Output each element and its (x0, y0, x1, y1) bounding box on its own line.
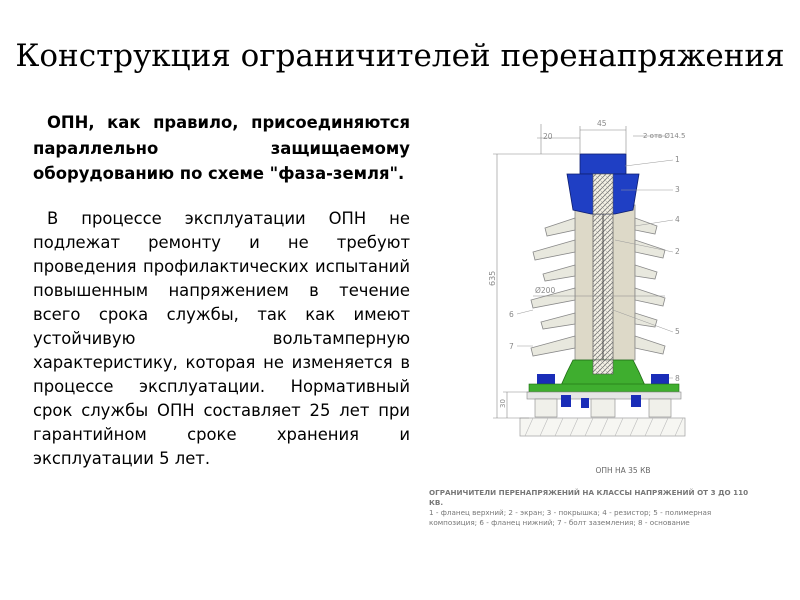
figure-title: ОПН НА 35 КВ (595, 466, 651, 475)
dimension-lines (493, 124, 665, 419)
arrester-drawing: 20 45 2 отв Ø14.5 635 Ø200 30 1 3 4 2 5 … (488, 119, 686, 437)
text-column: ОПН, как правило, присоединяются паралле… (33, 110, 410, 471)
figure-caption-heading: ОГРАНИЧИТЕЛИ ПЕРЕНАПРЯЖЕНИЙ НА КЛАССЫ НА… (429, 488, 749, 507)
figure-caption: ОГРАНИЧИТЕЛИ ПЕРЕНАПРЯЖЕНИЙ НА КЛАССЫ НА… (429, 488, 749, 528)
dim-top-width: 45 (597, 119, 607, 128)
ground-base (519, 417, 686, 437)
dim-total-height: 635 (488, 271, 497, 286)
dim-base-height: 30 (499, 399, 507, 408)
paragraph-operation: В процессе эксплуатации ОПН не подлежат … (33, 208, 410, 468)
callout-5: 5 (675, 327, 680, 336)
callout-6: 6 (509, 310, 514, 319)
slide-title: Конструкция ограничителей перенапряжения (15, 38, 785, 74)
figure-caption-legend: 1 - фланец верхний; 2 - экран; 3 - покры… (429, 508, 712, 527)
dim-shed-diameter: Ø200 (535, 286, 555, 295)
callout-7: 7 (509, 342, 514, 351)
dim-holes: 2 отв Ø14.5 (643, 132, 686, 140)
bottom-flange (558, 359, 648, 391)
arrester-figure: 20 45 2 отв Ø14.5 635 Ø200 30 1 3 4 2 5 … (425, 110, 770, 530)
top-flange (566, 153, 640, 215)
callout-1: 1 (675, 155, 680, 164)
callout-lines (516, 159, 674, 379)
stand-base (526, 374, 682, 418)
dim-cap-height: 20 (543, 132, 553, 141)
paragraph-connection: ОПН, как правило, присоединяются паралле… (33, 113, 410, 183)
callout-4: 4 (675, 215, 680, 224)
callout-8: 8 (675, 374, 680, 383)
callout-3: 3 (675, 185, 680, 194)
callout-2: 2 (675, 247, 680, 256)
